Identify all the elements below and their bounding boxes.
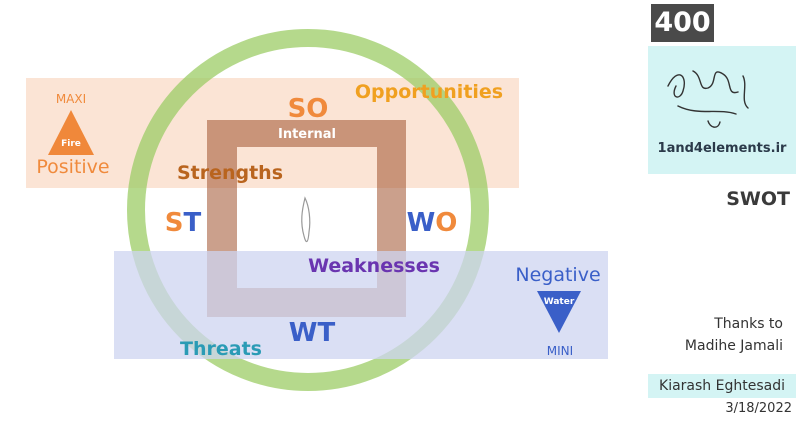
mini-label: MINI [547, 344, 573, 358]
quadrant-wt: WT [289, 318, 336, 348]
thanks-block: Thanks to Madihe Jamali [600, 313, 783, 357]
external-label: External [277, 49, 338, 64]
quadrant-wo-w: W [407, 208, 436, 238]
negative-band [114, 251, 608, 359]
threats-label: Threats [180, 338, 262, 360]
quadrant-st-t: T [183, 208, 201, 238]
logo[interactable]: 1and4elements.ir [648, 46, 796, 174]
center-sketch [301, 196, 311, 243]
fire-label: Fire [61, 139, 81, 149]
internal-label: Internal [278, 127, 336, 142]
quadrant-wo-o: O [435, 208, 457, 238]
date-label: 3/18/2022 [725, 401, 792, 416]
quadrant-wo: WO [407, 208, 458, 238]
weaknesses-label: Weaknesses [308, 255, 440, 277]
opportunities-label: Opportunities [355, 81, 503, 103]
quadrant-st: ST [165, 208, 202, 238]
quadrant-st-s: S [165, 208, 184, 238]
maxi-label: MAXI [56, 92, 86, 106]
negative-label: Negative [515, 264, 600, 286]
logo-url: 1and4elements.ir [657, 141, 787, 156]
thanks-line-2: Madihe Jamali [684, 338, 783, 354]
positive-label: Positive [36, 156, 109, 178]
fire-triangle-icon [48, 110, 94, 155]
thanks-line-1: Thanks to [714, 316, 783, 332]
strengths-label: Strengths [177, 162, 283, 184]
water-triangle-icon [537, 291, 581, 333]
external-ring [127, 29, 489, 391]
number-badge: 400 [651, 4, 714, 42]
calligraphy-logo-icon [667, 70, 749, 128]
author-name: Kiarash Eghtesadi [648, 374, 796, 398]
quadrant-so: SO [288, 94, 329, 124]
water-label: Water [544, 297, 575, 307]
page-title: SWOT [726, 188, 790, 210]
